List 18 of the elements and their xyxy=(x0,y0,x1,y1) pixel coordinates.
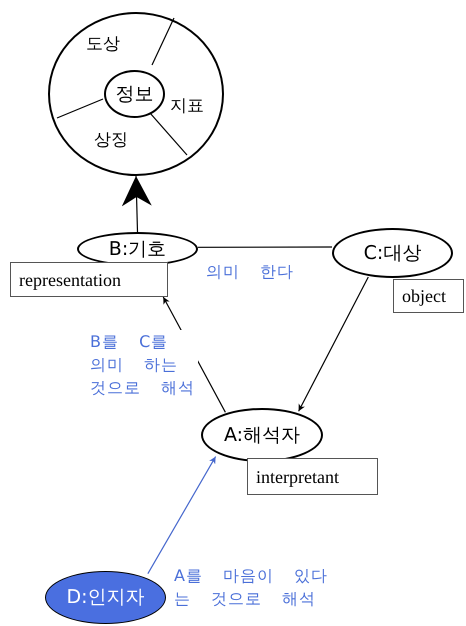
sector-label: 상징 xyxy=(94,132,128,149)
node-label: D:인지자 xyxy=(66,588,145,607)
sectored-circle xyxy=(48,12,224,176)
node-label: object xyxy=(402,287,446,305)
node-label: B:기호 xyxy=(108,240,166,258)
sector-label: 도상 xyxy=(86,36,120,53)
label-box xyxy=(10,262,168,297)
arrow xyxy=(298,276,369,412)
node-label: C:대상 xyxy=(364,244,422,262)
node-label: 정보 xyxy=(116,84,154,104)
arrow xyxy=(147,456,216,574)
node-label: interpretant xyxy=(256,468,339,486)
node-label: representation xyxy=(19,270,121,288)
arrow xyxy=(122,176,152,232)
node-label: A:해석자 xyxy=(224,426,300,444)
label-box xyxy=(247,458,378,495)
label-box xyxy=(393,279,464,313)
sector-label: 지표 xyxy=(170,98,204,115)
